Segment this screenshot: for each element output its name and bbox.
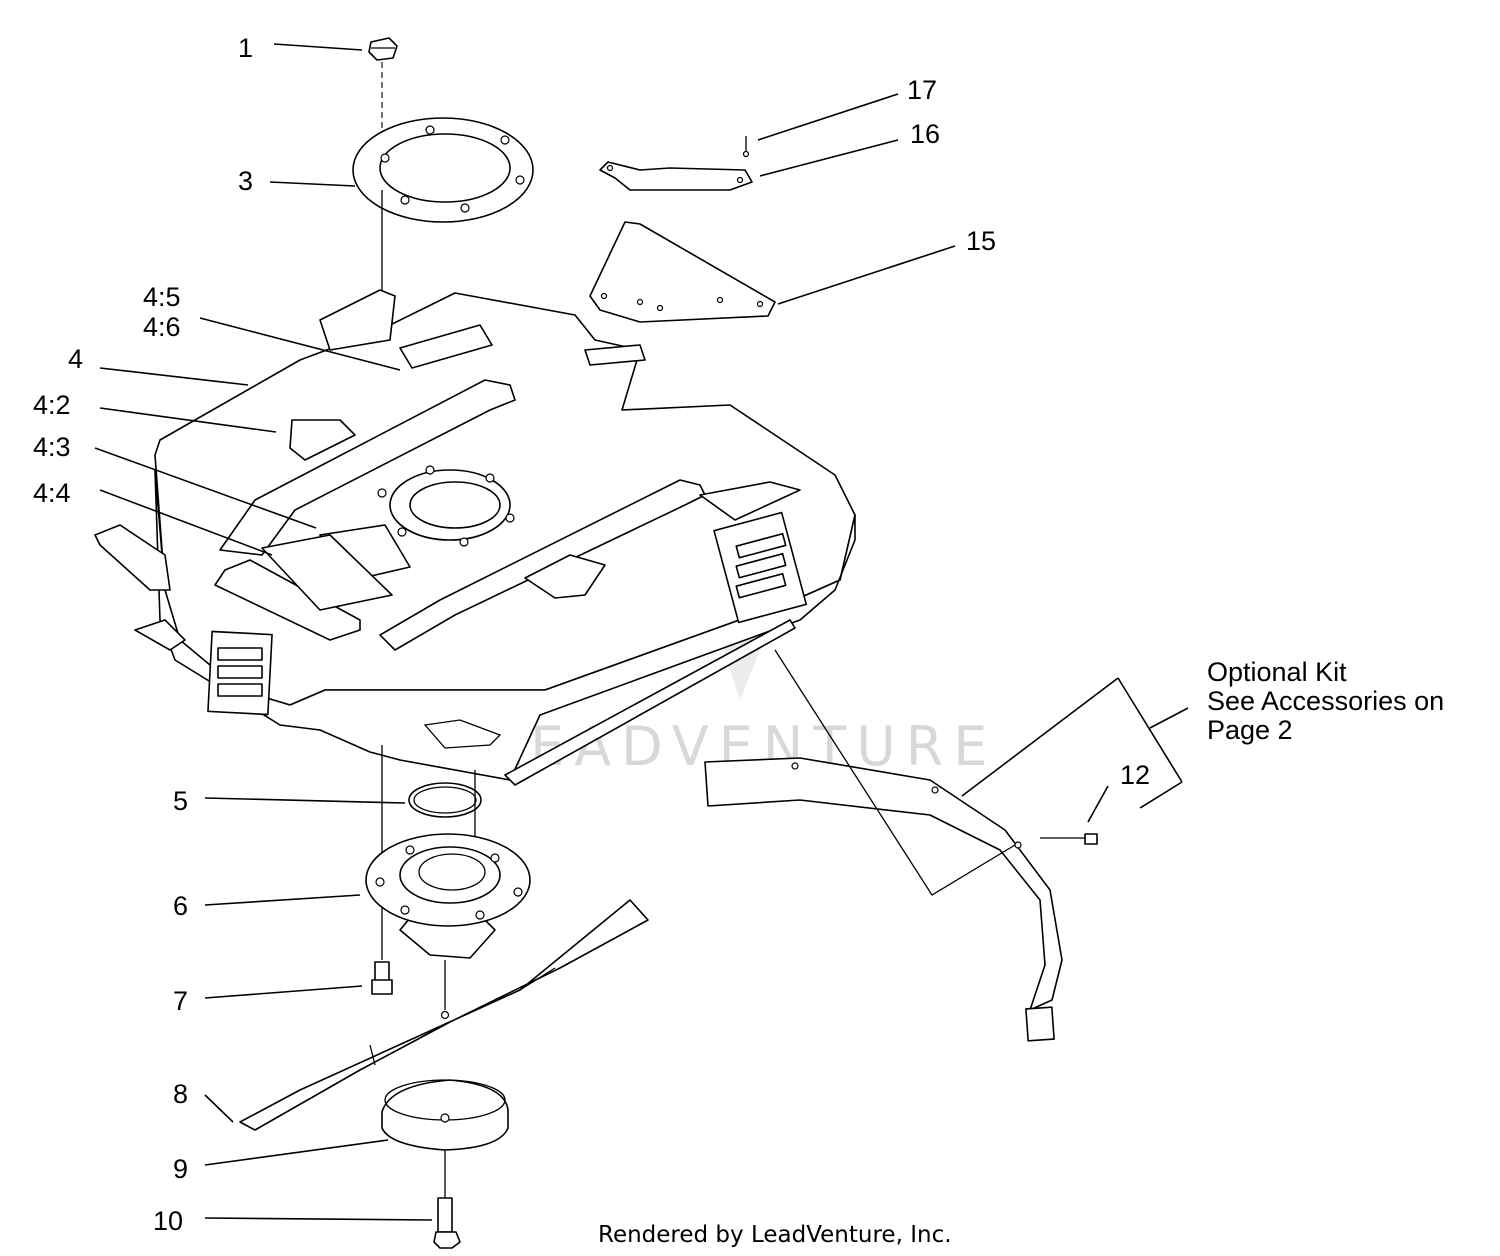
kit-bolt [1040, 833, 1098, 845]
callout-8: 8 [173, 1079, 188, 1109]
callout-4: 4 [68, 344, 83, 374]
deflector-bracket [599, 161, 753, 191]
housing-bolt [371, 961, 393, 995]
vent-bracket-left [207, 630, 273, 716]
cover-plate [589, 221, 776, 323]
callout-4-5: 4:5 [143, 282, 181, 312]
callout-4-4: 4:4 [33, 478, 71, 508]
mower-deck [94, 289, 856, 786]
callout-4-3: 4:3 [33, 432, 71, 462]
callout-labels: 1 3 4:5 4:6 4 4:2 4:3 4:4 5 6 7 8 9 10 1… [33, 33, 1150, 1236]
spindle-housing [365, 833, 531, 959]
optional-kit-note: Optional Kit See Accessories on Page 2 [1207, 657, 1444, 745]
leader-lines [94, 43, 1189, 1221]
mower-blade [239, 899, 649, 1131]
callout-5: 5 [173, 786, 188, 816]
pin [742, 136, 750, 158]
kit-projection [774, 649, 1016, 896]
callout-12: 12 [1120, 760, 1150, 790]
callout-9: 9 [173, 1154, 188, 1184]
o-ring [408, 782, 482, 818]
callout-6: 6 [173, 891, 188, 921]
flange-nut [368, 37, 398, 61]
blade-retainer [381, 1079, 509, 1151]
callout-16: 16 [910, 119, 940, 149]
mounting-ring [352, 117, 534, 223]
callout-4-6: 4:6 [143, 312, 181, 342]
callout-4-2: 4:2 [33, 390, 71, 420]
callout-10: 10 [153, 1206, 183, 1236]
decal-4-2 [289, 419, 356, 461]
callout-17: 17 [907, 75, 937, 105]
decal-right [699, 481, 801, 521]
callout-1: 1 [238, 33, 253, 63]
callout-15: 15 [966, 226, 996, 256]
decal-triangle [524, 554, 606, 599]
mulch-deflector [704, 757, 1063, 1042]
vent-bracket-right [713, 511, 808, 624]
decal-4-4 [261, 534, 393, 611]
footer-credit: Rendered by LeadVenture, Inc. [598, 1222, 952, 1248]
blade-bolt [433, 1197, 461, 1249]
callout-7: 7 [173, 986, 188, 1016]
decal-4-5 [399, 324, 493, 369]
note-line-1: Optional Kit [1207, 657, 1347, 687]
note-line-3: Page 2 [1207, 715, 1293, 745]
callout-3: 3 [238, 166, 253, 196]
note-line-2: See Accessories on [1207, 686, 1444, 716]
